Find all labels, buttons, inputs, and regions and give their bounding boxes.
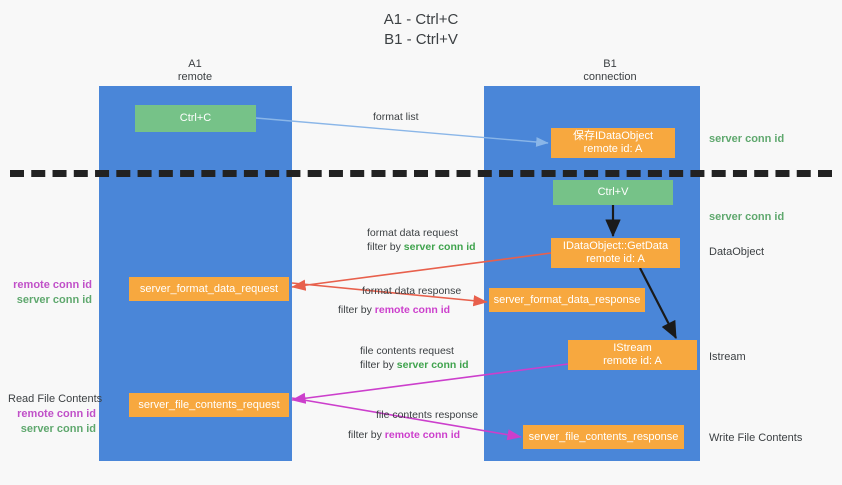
node-server-format-data-request[interactable]: server_format_data_request [129,277,289,301]
annotation-write-file-contents: Write File Contents [709,432,803,444]
node-ctrl-c[interactable]: Ctrl+C [135,105,256,132]
column-b1-name: B1 [603,58,617,70]
node-istream-sub: remote id: A [603,355,662,367]
node-server-file-contents-request-label: server_file_contents_request [138,398,280,411]
annotation-read-file-contents: Read File Contents [8,393,103,405]
node-ctrl-v[interactable]: Ctrl+V [553,180,673,205]
edge-label-file-contents-request-filter: filter by server conn id [360,359,469,371]
annotation-read-file-contents-group: Read File Contents remote conn id server… [8,392,103,437]
edge-label-file-contents-request: file contents request filter by server c… [360,345,469,371]
annotation-server-conn-id-2: server conn id [20,423,96,435]
node-server-format-data-response-label: server_format_data_response [493,293,641,306]
node-server-file-contents-request[interactable]: server_file_contents_request [129,393,289,417]
node-save-idataobject-sub: remote id: A [583,143,643,155]
annotation-istream: Istream [709,351,746,363]
node-ctrl-c-label: Ctrl+C [179,112,212,124]
node-server-file-contents-response[interactable]: server_file_contents_response [523,425,684,449]
node-idataobject-getdata-sub: remote id: A [586,253,645,265]
edge-label-file-contents-response: file contents response filter by remote … [348,409,479,441]
dashed-divider [10,170,832,177]
annotation-dataobject: DataObject [709,246,765,258]
node-save-idataobject-label: 保存IDataObject [572,130,654,142]
edge-label-format-data-response-filter: filter by remote conn id [338,304,451,316]
page-title: A1 - Ctrl+C B1 - Ctrl+V [0,10,842,50]
node-server-format-data-response[interactable]: server_format_data_response [489,288,645,312]
title-line-1: A1 - Ctrl+C [383,11,459,28]
annotation-server-conn-id-top: server conn id [709,133,785,145]
node-istream-label: IStream [613,342,652,354]
node-server-file-contents-response-label: server_file_contents_response [528,430,679,443]
edge-label-format-data-request: format data request filter by server con… [367,227,476,253]
node-save-idataobject[interactable]: 保存IDataObject remote id: A [551,128,675,158]
node-server-format-data-request-label: server_format_data_request [139,282,279,295]
node-istream[interactable]: IStream remote id: A [568,340,697,370]
column-a1-name: A1 [188,58,202,70]
column-header-a1: A1 remote [130,58,260,84]
column-a1-sub: remote [177,71,213,83]
annotation-conn-ids-upper: remote conn id server conn id [13,279,92,306]
node-idataobject-getdata-label: IDataObject::GetData [562,240,669,252]
edge-label-format-list: format list [373,111,419,123]
edge-label-format-data-request-filter: filter by server conn id [367,241,476,253]
node-ctrl-v-label: Ctrl+V [597,186,629,198]
edge-label-format-data-response: format data response filter by remote co… [338,285,462,316]
column-header-b1: B1 connection [530,58,690,84]
column-b1-sub: connection [583,71,637,83]
annotation-remote-conn-id-2: remote conn id [17,408,96,420]
title-line-2: B1 - Ctrl+V [384,31,458,48]
annotation-server-conn-id-mid: server conn id [709,211,785,223]
edge-label-file-contents-response-filter: filter by remote conn id [348,429,461,441]
node-idataobject-getdata[interactable]: IDataObject::GetData remote id: A [551,238,680,268]
